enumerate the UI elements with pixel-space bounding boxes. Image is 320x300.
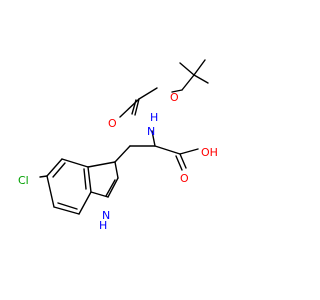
carbamate-n-label: N <box>147 125 155 138</box>
indole-n-label: N <box>102 209 110 222</box>
carbamate-h-label: H <box>150 111 158 124</box>
ester-oxygen-label: O <box>170 91 179 104</box>
carbonyl-oxygen-label: O <box>108 117 117 130</box>
indole-h-label: H <box>99 219 107 232</box>
acid-hydroxyl-label: OH <box>201 146 218 159</box>
bonds <box>39 59 209 215</box>
acid-carbonyl-oxygen-label: O <box>180 172 189 185</box>
molecule-structure: Cl N H H N O O O OH <box>18 59 218 232</box>
chlorine-label: Cl <box>18 174 29 187</box>
